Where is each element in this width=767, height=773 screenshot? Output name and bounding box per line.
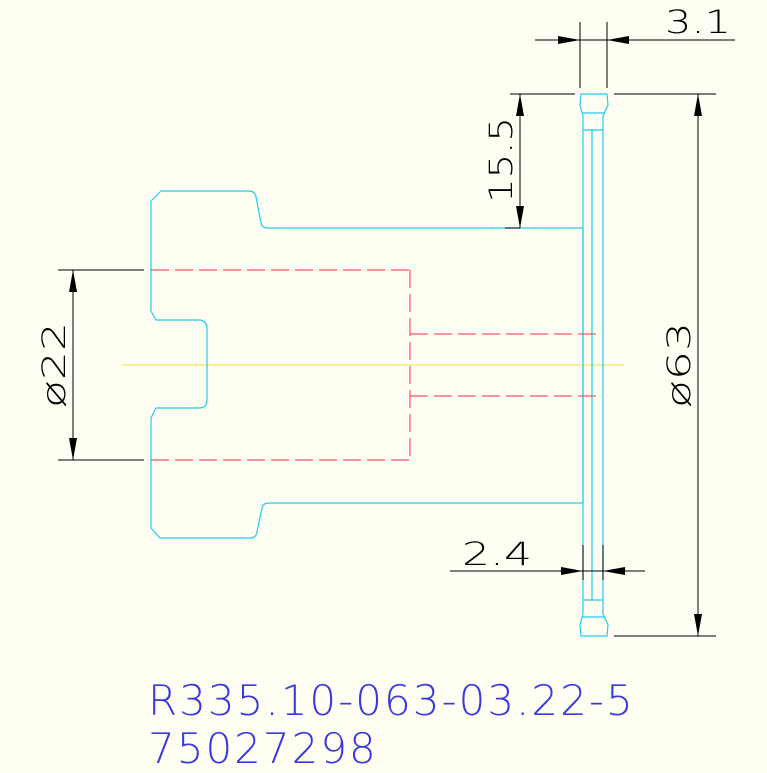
dim-text-bore-diameter: ø22 <box>35 322 73 408</box>
dimension-lines <box>58 22 735 637</box>
part-outline <box>150 93 609 637</box>
hub-outline <box>150 190 583 539</box>
dim-text-width-top: 3.1 <box>665 3 731 41</box>
order-number-label: 75027298 <box>148 724 378 773</box>
insert-bottom <box>579 599 609 637</box>
arrow-63-bottom <box>694 614 702 636</box>
arrow-2-4-right <box>603 567 625 575</box>
part-number-label: R335.10-063-03.22-5 <box>148 676 635 725</box>
dim-text-width-bottom: 2.4 <box>462 535 532 573</box>
arrow-63-top <box>694 94 702 116</box>
hidden-lines <box>151 269 600 461</box>
arrow-15-5-top <box>516 94 524 116</box>
arrow-22-bottom <box>69 438 77 460</box>
dim-text-outer-diameter: ø63 <box>660 322 698 408</box>
insert-top <box>579 93 609 131</box>
arrow-15-5-bottom <box>516 206 524 228</box>
dim-text-depth: 15.5 <box>482 117 520 203</box>
arrow-3-1-left <box>558 36 580 44</box>
arrow-3-1-right <box>607 36 629 44</box>
arrow-22-top <box>69 270 77 292</box>
arrowheads <box>69 36 702 636</box>
arrow-2-4-left <box>561 567 583 575</box>
